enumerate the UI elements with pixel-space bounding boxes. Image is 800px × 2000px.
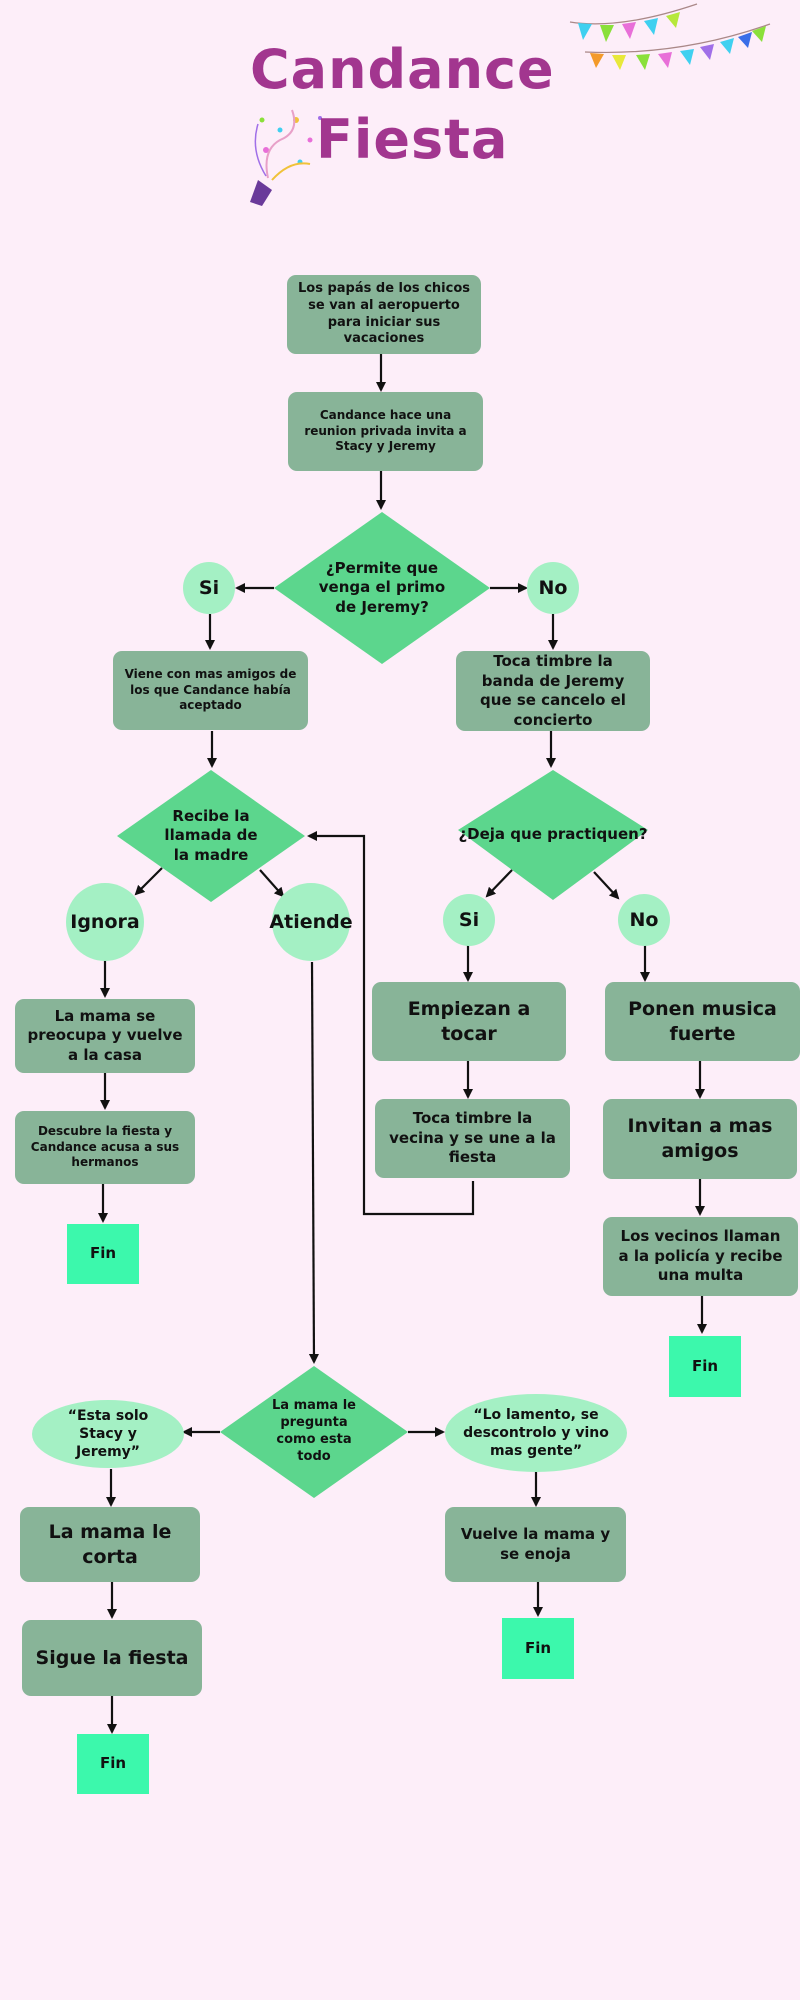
box-vecina: Toca timbre la vecina y se une a la fies… [375,1099,570,1178]
decision-madre: Recibe la llamada de la madre [164,806,258,864]
answer-ignora: Ignora [66,883,144,961]
box-mama-preocupa: La mama se preocupa y vuelve a la casa [15,999,195,1073]
answer-no-practiquen: No [618,894,670,946]
answer-no-primo: No [527,562,579,614]
title-line-2: Fiesta [316,108,509,171]
response-lamento: “Lo lamento, se descontrolo y vino mas g… [445,1394,627,1472]
box-toca-banda: Toca timbre la banda de Jeremy que se ca… [456,651,650,731]
diamond-shape-practiquen [458,770,648,900]
box-viene-amigos: Viene con mas amigos de los que Candance… [113,651,308,730]
bunting-decoration [569,3,771,70]
box-start: Los papás de los chicos se van al aeropu… [287,275,481,354]
answer-atiende: Atiende [269,883,353,961]
decision-practiquen: ¿Deja que practiquen? [458,825,648,844]
party-popper-icon [250,109,322,206]
decision-primo: ¿Permite que venga el primo de Jeremy? [318,558,446,616]
decision-pregunta: La mama le pregunta como esta todo [271,1398,357,1464]
connectors [98,354,707,1734]
response-stacy: “Esta solo Stacy y Jeremy” [32,1400,184,1468]
end-fin-1: Fin [67,1224,139,1284]
box-mama-corta: La mama le corta [20,1507,200,1582]
box-invitan: Invitan a mas amigos [603,1099,797,1179]
answer-si-practiquen: Si [443,894,495,946]
box-vuelve-mama: Vuelve la mama y se enoja [445,1507,626,1582]
end-fin-4: Fin [502,1618,574,1679]
answer-si-primo: Si [183,562,235,614]
diamond-shape-pregunta [220,1366,408,1498]
box-vecinos: Los vecinos llaman a la policía y recibe… [603,1217,798,1296]
box-sigue-fiesta: Sigue la fiesta [22,1620,202,1696]
box-musica: Ponen musica fuerte [605,982,800,1061]
end-fin-2: Fin [669,1336,741,1397]
title-line-1: Candance [250,38,555,101]
box-reunion: Candance hace una reunion privada invita… [288,392,483,471]
diamond-shape-madre [117,770,305,902]
box-descubre: Descubre la fiesta y Candance acusa a su… [15,1111,195,1184]
diamond-shape-primo [274,512,490,664]
end-fin-3: Fin [77,1734,149,1794]
box-empiezan: Empiezan a tocar [372,982,566,1061]
